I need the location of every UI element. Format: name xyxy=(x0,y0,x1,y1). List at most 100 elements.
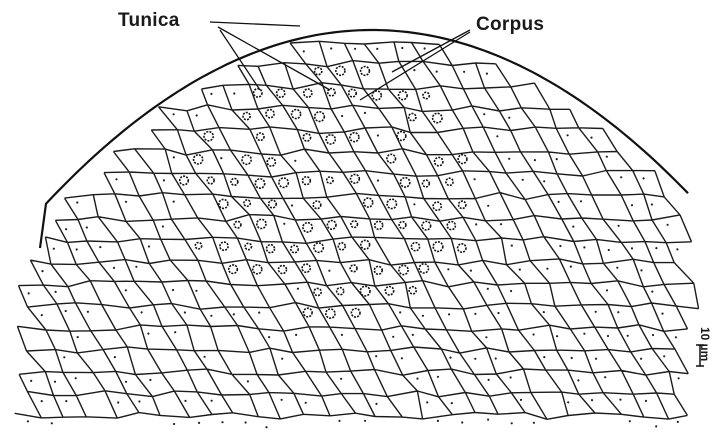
cell-dot xyxy=(184,400,186,402)
cell-dot xyxy=(580,200,582,202)
cell-dot xyxy=(606,289,608,291)
cell-dot xyxy=(172,289,174,291)
cell-dot xyxy=(65,310,67,312)
nucleus xyxy=(327,177,333,183)
cell-dot xyxy=(65,228,67,230)
nucleus xyxy=(458,244,466,252)
cell-dot xyxy=(437,420,439,422)
nucleus xyxy=(387,154,396,163)
nucleus xyxy=(314,288,321,295)
nucleus xyxy=(326,309,335,318)
cell-dot xyxy=(496,135,498,137)
cell-dot xyxy=(485,336,487,338)
cell-dot xyxy=(520,399,522,401)
cell-dot xyxy=(510,376,512,378)
cell-dot xyxy=(295,334,297,336)
cell-dot xyxy=(655,247,657,249)
cell-dot xyxy=(583,246,585,248)
cell-dot xyxy=(558,201,560,203)
nucleus xyxy=(257,133,264,140)
cell-dot xyxy=(54,381,56,383)
nucleus xyxy=(433,113,442,122)
cell-dot xyxy=(377,134,379,136)
cell-dot xyxy=(583,333,585,335)
cell-dot xyxy=(148,245,150,247)
cell-dot xyxy=(41,314,43,316)
cell-dot xyxy=(399,311,401,313)
nucleus xyxy=(195,243,201,249)
nucleus xyxy=(267,158,275,166)
cell-dot xyxy=(474,178,476,180)
cell-dot xyxy=(677,421,679,423)
cell-dot xyxy=(572,226,574,228)
cell-dot xyxy=(173,113,175,115)
cell-dot xyxy=(488,379,490,381)
cell-walls xyxy=(15,41,699,419)
cell-dot xyxy=(577,379,579,381)
cell-dot xyxy=(645,400,647,402)
nucleus xyxy=(229,265,238,274)
cell-dot xyxy=(138,400,140,402)
cell-dot xyxy=(99,246,101,248)
cell-dot xyxy=(174,331,176,333)
cell-dot xyxy=(392,336,394,338)
cell-dot xyxy=(607,335,609,337)
nucleus xyxy=(194,155,203,164)
nucleus xyxy=(180,176,189,185)
cell-dot xyxy=(497,312,499,314)
cell-dot xyxy=(149,379,151,381)
cell-dot xyxy=(571,357,573,359)
cell-dot xyxy=(401,357,403,359)
nucleus xyxy=(303,177,311,185)
nucleus xyxy=(338,243,345,250)
nucleus xyxy=(422,221,431,230)
nucleus xyxy=(234,221,241,228)
cell-dot xyxy=(608,249,610,251)
nucleus xyxy=(304,308,313,317)
cell-dot xyxy=(570,266,572,268)
cell-dot xyxy=(534,159,536,161)
cell-dot xyxy=(463,71,465,73)
nucleus xyxy=(327,221,336,230)
cell-dot xyxy=(135,266,137,268)
cell-dot xyxy=(483,113,485,115)
nucleus xyxy=(313,201,321,209)
cell-dot xyxy=(354,48,356,50)
cell-dot xyxy=(163,179,165,181)
nucleus xyxy=(337,288,344,295)
nucleus xyxy=(385,287,393,295)
cell-dot xyxy=(375,355,377,357)
cell-dot xyxy=(522,179,524,181)
cell-dot xyxy=(28,292,30,294)
cell-dot xyxy=(559,245,561,247)
cell-dot xyxy=(604,376,606,378)
nucleus xyxy=(204,132,213,141)
cell-dot xyxy=(412,334,414,336)
cell-dot xyxy=(41,270,43,272)
cell-dot xyxy=(401,47,403,49)
nucleus xyxy=(374,266,382,274)
nucleus xyxy=(433,242,443,252)
nucleus xyxy=(446,178,453,185)
cell-dot xyxy=(173,423,175,425)
cell-dot xyxy=(210,93,212,95)
cell-dot xyxy=(211,400,213,402)
cell-dot xyxy=(606,156,608,158)
nucleus xyxy=(419,264,428,273)
nucleus xyxy=(220,242,228,250)
nucleus xyxy=(349,89,357,97)
cell-dot xyxy=(676,248,678,250)
cell-dot xyxy=(426,401,428,403)
cell-dot xyxy=(173,156,175,158)
nucleus xyxy=(423,180,430,187)
cell-dot xyxy=(75,377,77,379)
cell-dot xyxy=(173,201,175,203)
nucleus xyxy=(231,178,238,185)
cell-dot xyxy=(486,73,488,75)
cell-dot xyxy=(627,335,629,337)
cell-dot xyxy=(41,400,43,402)
nucleus xyxy=(399,265,408,274)
cell-dot xyxy=(63,356,65,358)
cell-dot xyxy=(533,422,535,424)
